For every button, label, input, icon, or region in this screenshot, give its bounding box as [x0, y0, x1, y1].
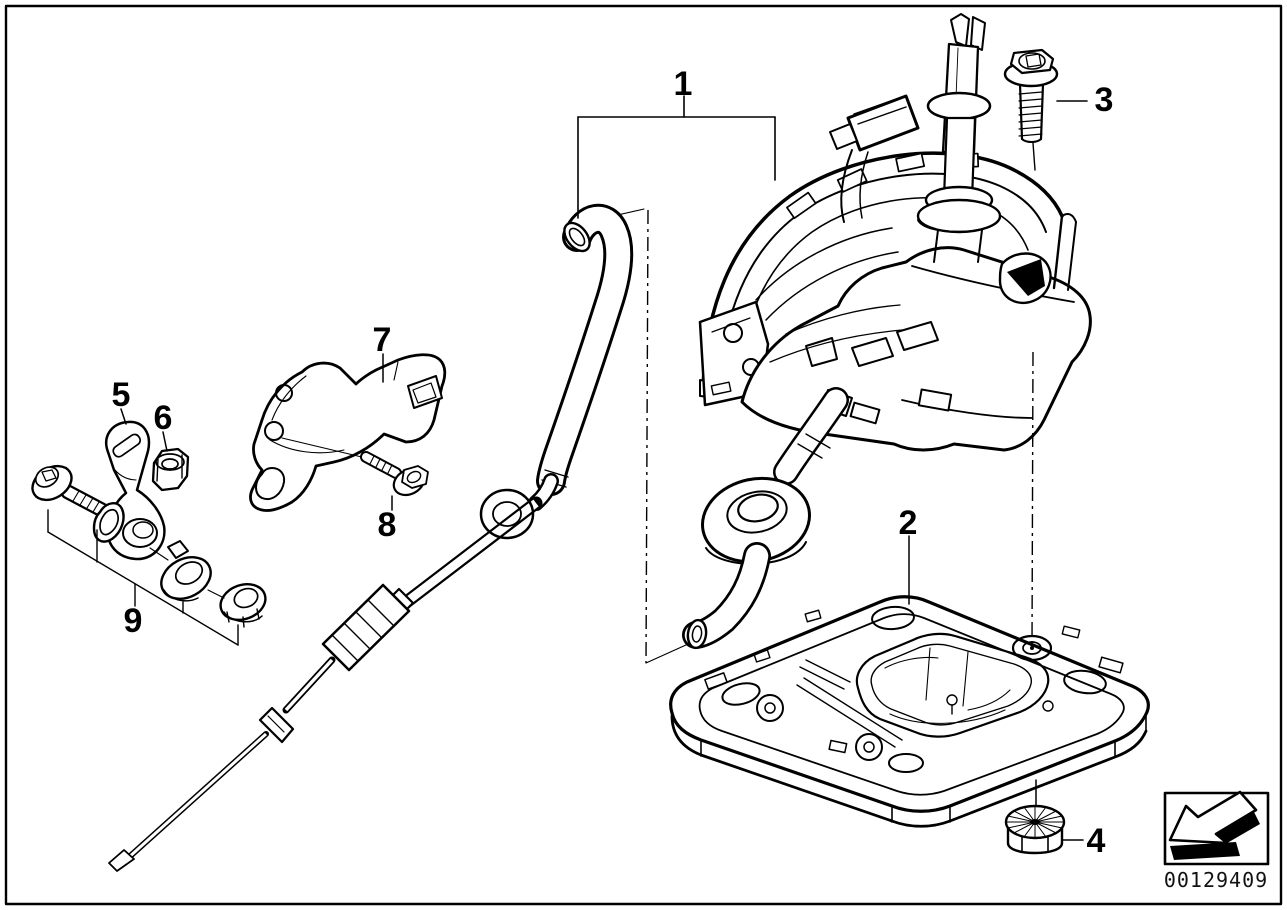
grommet-and-elbow-drawing [682, 387, 853, 650]
base-plate-outline [669, 595, 1150, 813]
central-opening [855, 632, 1050, 738]
shift-rod-drawing [916, 13, 1002, 263]
nut-part6-drawing [151, 447, 190, 492]
callout-7: 7 [373, 321, 392, 383]
callout-1: 1 [577, 65, 776, 219]
code-stamp: 00129409 [1163, 790, 1270, 892]
callout-4-label: 4 [1087, 822, 1106, 860]
callout-4: 4 [1062, 822, 1106, 860]
callout-6: 6 [154, 399, 173, 452]
frame-border [4, 4, 1283, 906]
callout-2: 2 [899, 504, 918, 605]
callout-3-label: 3 [1095, 81, 1114, 119]
callout-9: 9 [47, 509, 239, 646]
base-plate-drawing [669, 595, 1150, 828]
callout-8-label: 8 [378, 506, 397, 544]
flange-nut [219, 582, 267, 622]
connector-block-drawing [829, 94, 920, 223]
callout-3: 3 [1056, 81, 1114, 119]
callout-5-label: 5 [112, 376, 131, 414]
callout-1-label: 1 [674, 65, 693, 103]
fastener-group-part9-drawing [31, 464, 267, 628]
callout-7-label: 7 [373, 321, 392, 359]
pivot-bushing [160, 556, 212, 600]
elbow-tube-opening [686, 618, 708, 650]
cable-guide-ring [479, 488, 535, 540]
bolt-part3-drawing [1003, 48, 1059, 646]
bracket-part7-drawing [249, 353, 447, 512]
callout-5: 5 [112, 376, 131, 425]
callout-9-label: 9 [124, 602, 143, 640]
bolt-part8-drawing [360, 451, 429, 497]
selector-cable-drawing [108, 203, 634, 872]
flange-nut-part4-drawing [1004, 804, 1066, 855]
image-number: 00129409 [1164, 868, 1268, 892]
callout-8: 8 [378, 495, 397, 544]
callout-6-label: 6 [154, 399, 173, 437]
cable-rod-tip [108, 849, 135, 872]
arrow-down-left-icon [1168, 790, 1260, 860]
bolt-hole [1011, 634, 1053, 662]
cable-adjuster-barrel [321, 583, 411, 672]
callout-2-label: 2 [899, 504, 918, 542]
